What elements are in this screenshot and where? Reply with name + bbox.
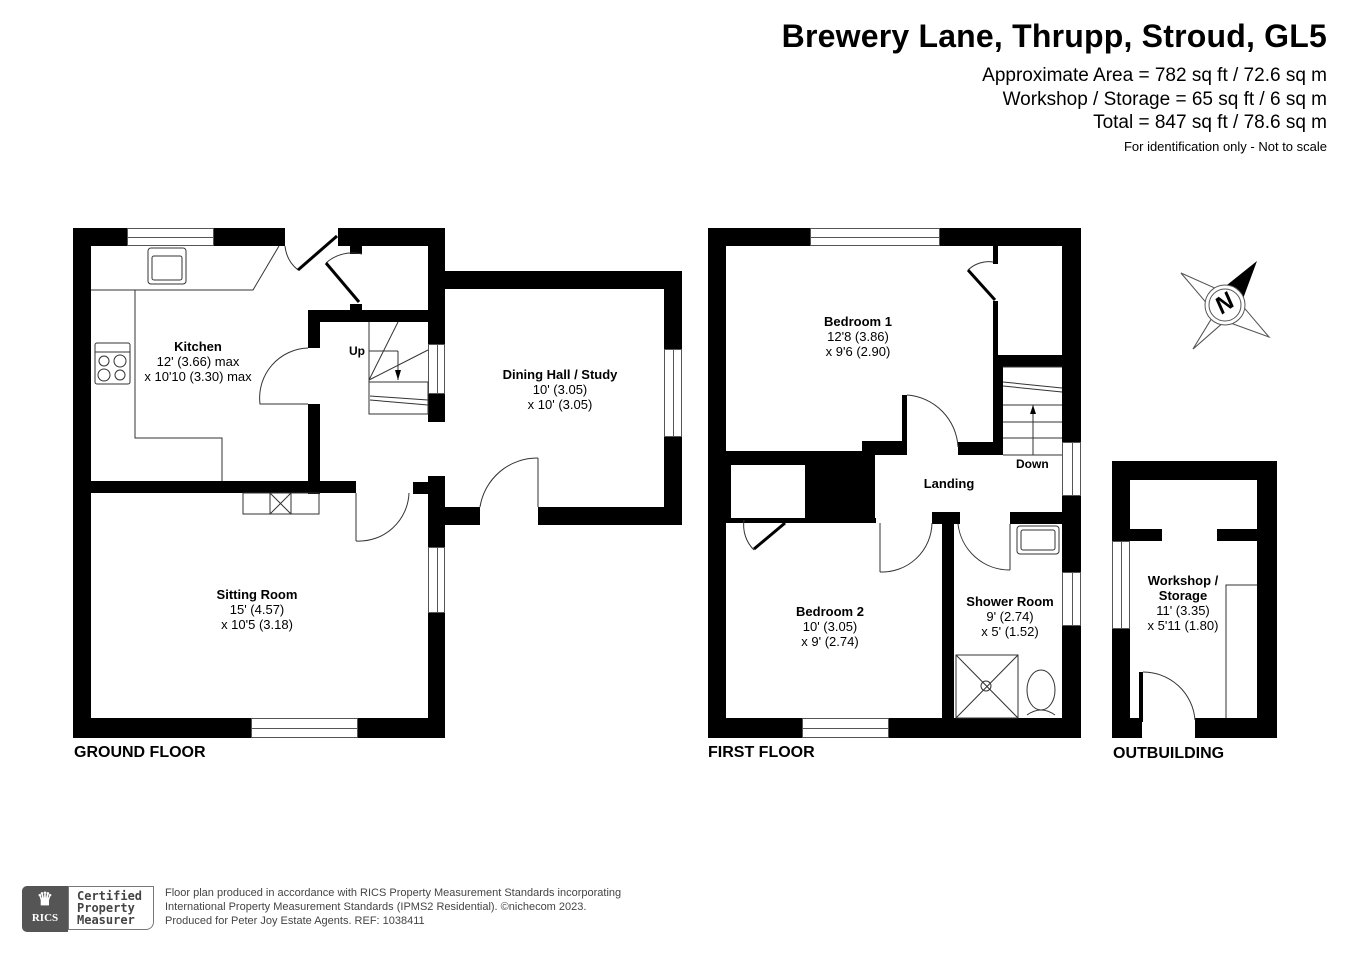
wall bbox=[308, 310, 320, 348]
wall bbox=[862, 441, 904, 455]
wall bbox=[445, 271, 682, 289]
wall bbox=[445, 507, 480, 525]
window bbox=[127, 228, 214, 246]
rics-logo: ♛ RICS bbox=[22, 886, 68, 932]
total-area: Total = 847 sq ft / 78.6 sq m bbox=[1093, 112, 1327, 133]
disclaimer: For identification only - Not to scale bbox=[1123, 139, 1327, 154]
wall bbox=[726, 518, 876, 523]
wall bbox=[350, 304, 362, 312]
room-label-workshop-storage: Workshop / Storage 11' (3.35) x 5'11 (1.… bbox=[1147, 573, 1219, 633]
wall bbox=[413, 482, 445, 494]
first-floor-caption: FIRST FLOOR bbox=[708, 744, 815, 761]
stair-down-label: Down bbox=[1016, 457, 1049, 471]
wall bbox=[1139, 672, 1143, 722]
window bbox=[1062, 442, 1081, 496]
wall bbox=[958, 442, 998, 455]
wall bbox=[708, 228, 726, 738]
window bbox=[802, 718, 889, 738]
room-label-bedroom-1: Bedroom 1 12'8 (3.86) x 9'6 (2.90) bbox=[824, 314, 892, 359]
certified-measurer-badge: Certified Property Measurer bbox=[68, 886, 154, 930]
wall bbox=[993, 355, 1062, 367]
stair-up-label: Up bbox=[349, 344, 365, 358]
wall bbox=[805, 451, 875, 523]
wall bbox=[1257, 461, 1277, 738]
wall bbox=[1217, 529, 1257, 541]
window bbox=[810, 228, 940, 246]
room-label-sitting-room: Sitting Room 15' (4.57) x 10'5 (3.18) bbox=[216, 587, 298, 632]
room-label-bedroom-2: Bedroom 2 10' (3.05) x 9' (2.74) bbox=[796, 604, 864, 649]
wall bbox=[338, 228, 445, 246]
room-label-shower-room: Shower Room 9' (2.74) x 5' (1.52) bbox=[966, 594, 1054, 639]
wall bbox=[1112, 529, 1162, 541]
workshop-area: Workshop / Storage = 65 sq ft / 6 sq m bbox=[1002, 89, 1327, 110]
window bbox=[251, 718, 358, 738]
wall bbox=[538, 507, 682, 525]
compass-rose-icon bbox=[1180, 261, 1271, 350]
room-label-landing: Landing bbox=[923, 476, 975, 491]
wall bbox=[726, 460, 731, 520]
ground-floor-caption: GROUND FLOOR bbox=[74, 744, 206, 761]
approximate-area: Approximate Area = 782 sq ft / 72.6 sq m bbox=[982, 65, 1327, 86]
wall bbox=[1112, 718, 1142, 738]
wall bbox=[708, 451, 828, 465]
wall bbox=[1010, 512, 1062, 524]
wall bbox=[942, 512, 954, 718]
room-label-kitchen: Kitchen 12' (3.66) max x 10'10 (3.30) ma… bbox=[144, 339, 252, 384]
wall bbox=[308, 404, 320, 494]
window bbox=[664, 349, 682, 437]
wall bbox=[993, 355, 1003, 455]
wall bbox=[993, 246, 998, 264]
wall bbox=[902, 395, 907, 455]
wall bbox=[1195, 718, 1277, 738]
lion-icon: ♛ bbox=[36, 889, 54, 909]
outbuilding-caption: OUTBUILDING bbox=[1113, 745, 1225, 762]
wall bbox=[1112, 461, 1277, 480]
footer-note: Floor plan produced in accordance with R… bbox=[165, 887, 622, 927]
window bbox=[428, 547, 445, 613]
window bbox=[1062, 572, 1081, 626]
wall bbox=[73, 481, 356, 493]
wall bbox=[805, 460, 810, 520]
room-label-dining-hall-study: Dining Hall / Study 10' (3.05) x 10' (3.… bbox=[502, 367, 618, 412]
wall bbox=[308, 310, 445, 322]
window bbox=[1112, 541, 1130, 629]
window bbox=[428, 344, 445, 394]
page-title: Brewery Lane, Thrupp, Stroud, GL5 bbox=[781, 18, 1327, 54]
wall bbox=[708, 718, 1081, 738]
wall bbox=[350, 246, 362, 254]
